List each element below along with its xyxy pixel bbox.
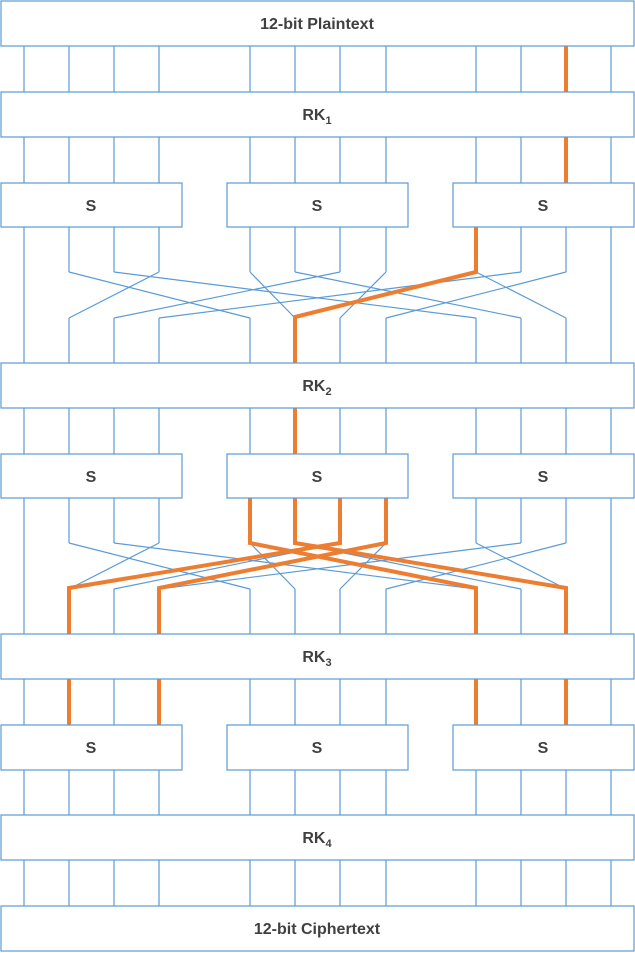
ciphertext-label: 12-bit Ciphertext — [254, 921, 381, 938]
sbox — [0, 182, 183, 228]
round-key-index: 1 — [325, 115, 331, 127]
sbox — [0, 453, 183, 499]
sbox — [452, 182, 635, 228]
round-key-base: RK — [302, 649, 326, 666]
trail-segment — [293, 498, 568, 634]
round-key-index: 3 — [325, 657, 331, 669]
round-key-index: 2 — [325, 386, 331, 398]
sbox — [226, 453, 409, 499]
sbox-row-1: S S S — [0, 182, 635, 228]
sbox — [0, 724, 183, 771]
wire — [68, 542, 160, 590]
trail-segment — [293, 227, 478, 363]
wire — [249, 271, 296, 319]
ciphertext-block: 12-bit Ciphertext — [0, 905, 635, 952]
sbox-label: S — [312, 198, 323, 215]
sbox-label: S — [312, 740, 323, 757]
sbox-label: S — [538, 469, 549, 486]
wire — [158, 542, 522, 590]
round-key-2-block: RK2 — [0, 362, 635, 409]
round-key-3-block: RK3 — [0, 633, 635, 680]
round-key-4-label: RK4 — [302, 830, 332, 850]
round-key-2-label: RK2 — [302, 378, 331, 398]
trail-segment — [157, 498, 388, 634]
sbox — [452, 453, 635, 499]
sbox-label: S — [86, 469, 97, 486]
sbox — [226, 724, 409, 771]
plaintext-label: 12-bit Plaintext — [260, 16, 374, 33]
sbox-row-3: S S S — [0, 724, 635, 771]
sbox — [226, 182, 409, 228]
round-key-3-label: RK3 — [302, 649, 331, 669]
plaintext-block: 12-bit Plaintext — [0, 0, 635, 47]
sbox-label: S — [86, 740, 97, 757]
round-key-base: RK — [302, 378, 326, 395]
wire — [68, 271, 251, 319]
wire — [113, 271, 341, 319]
wire — [475, 271, 567, 319]
trail-segment — [67, 498, 342, 634]
sbox-label: S — [86, 198, 97, 215]
wire — [385, 542, 567, 590]
wire — [113, 271, 477, 319]
trail-segment — [248, 498, 478, 634]
round-key-base: RK — [302, 830, 326, 847]
wire — [385, 271, 567, 319]
round-key-base: RK — [302, 107, 326, 124]
sbox-label: S — [538, 740, 549, 757]
wire — [158, 271, 522, 319]
sbox-label: S — [312, 469, 323, 486]
sbox-row-2: S S S — [0, 453, 635, 499]
round-key-1-block: RK1 — [0, 91, 635, 138]
wire — [294, 271, 522, 319]
highlighted-trail — [67, 46, 568, 725]
round-key-1-label: RK1 — [302, 107, 331, 127]
sbox — [452, 724, 635, 771]
wire — [68, 271, 160, 319]
wire — [339, 271, 387, 319]
sbox-label: S — [538, 198, 549, 215]
round-key-4-block: RK4 — [0, 814, 635, 861]
round-key-index: 4 — [325, 838, 332, 850]
wire — [475, 542, 567, 590]
